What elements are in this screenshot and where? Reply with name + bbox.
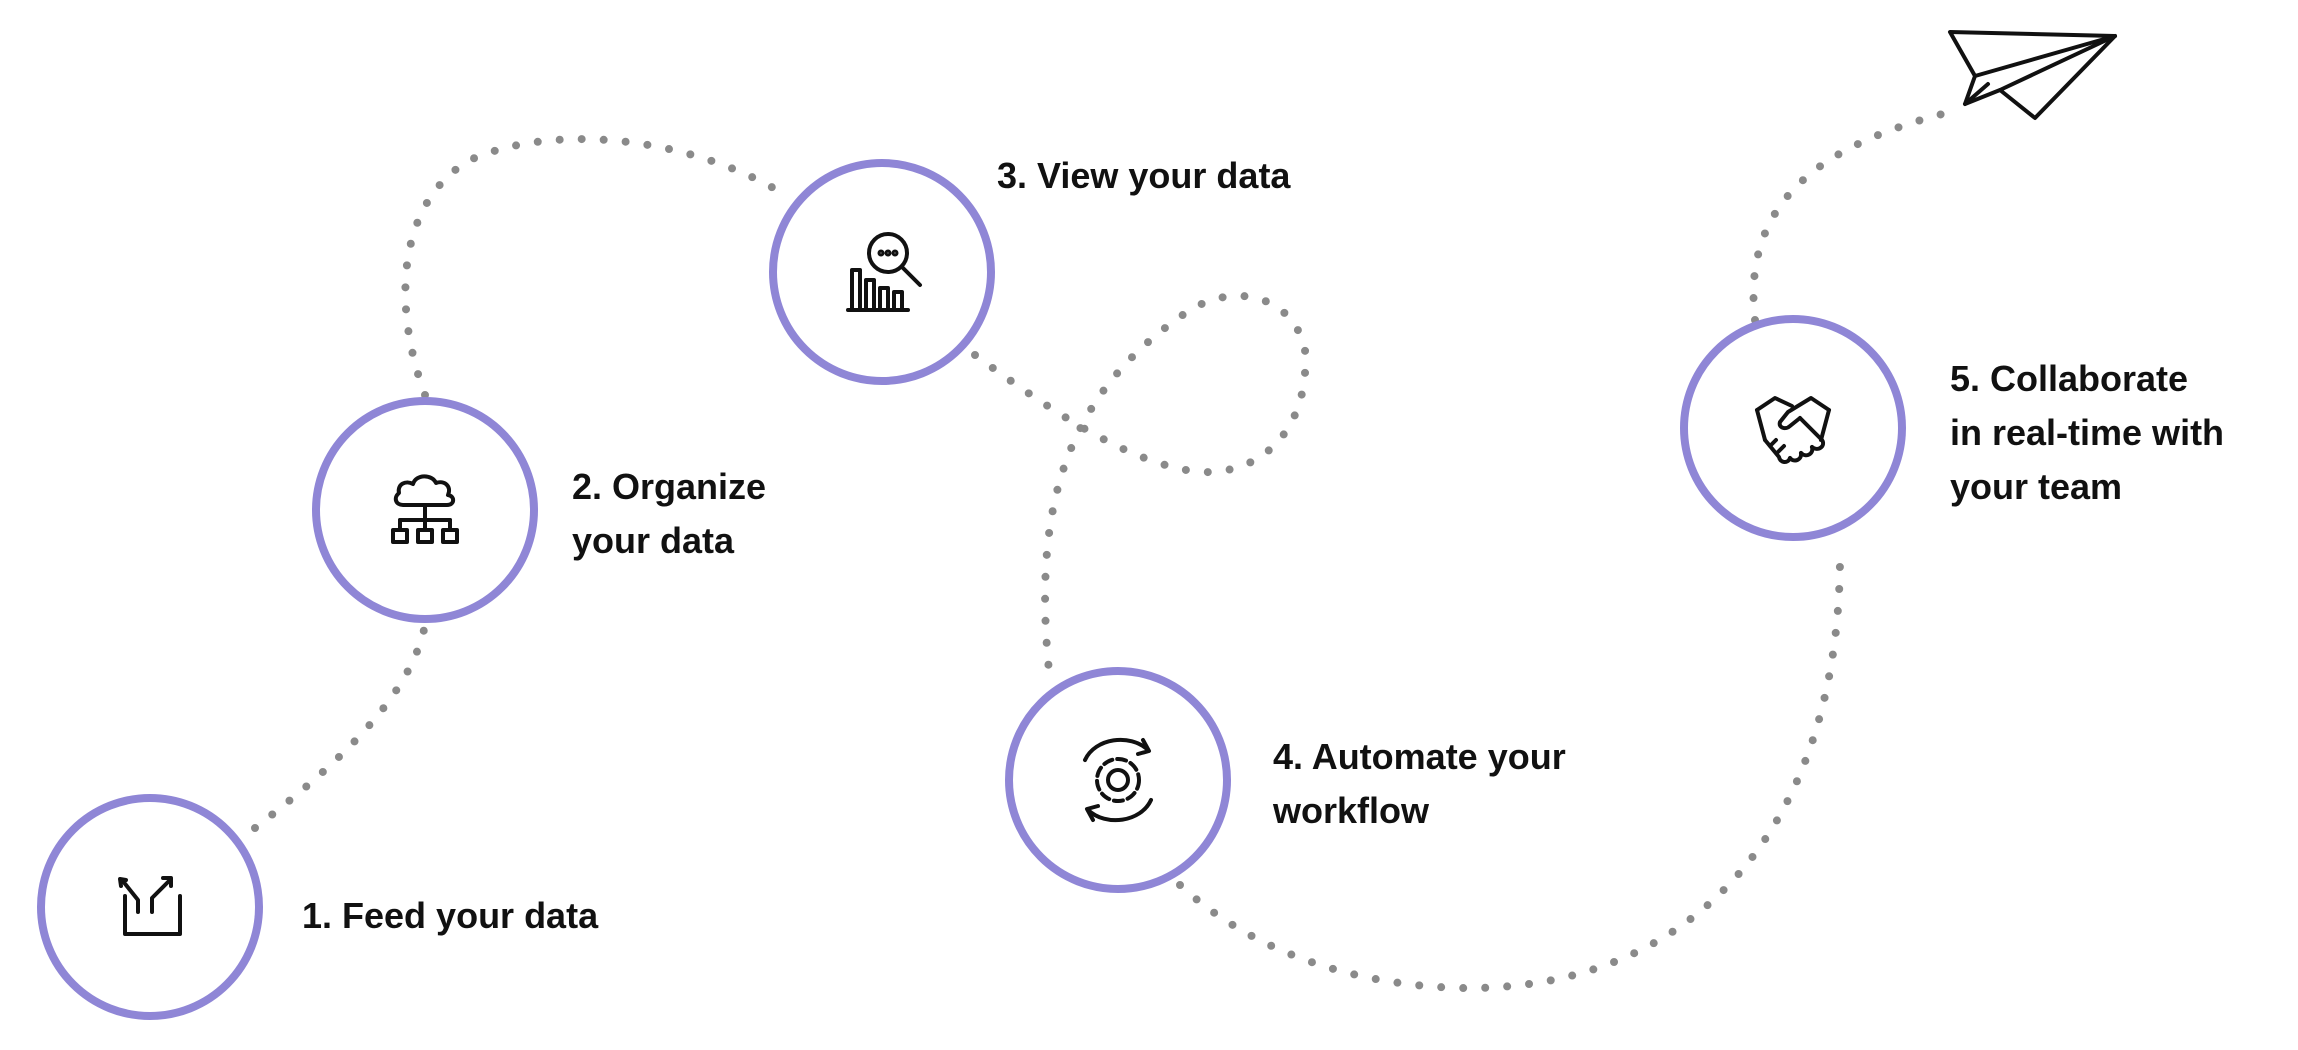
path-2-3 — [401, 135, 794, 399]
step-2-node — [312, 397, 538, 623]
cloud-network-icon — [391, 474, 459, 544]
step-3-node — [769, 159, 995, 385]
step-5-label-line-2: in real-time with — [1950, 412, 2225, 453]
step-4-node — [1005, 667, 1231, 893]
step-3-label: 3. View your data — [997, 149, 1290, 203]
step-3-label-line-1: 3. View your data — [997, 155, 1291, 196]
step-1-label-line-1: 1. Feed your data — [302, 895, 599, 936]
step-4-label-line-2: workflow — [1273, 790, 1430, 831]
step-5-label: 5. Collaborate in real-time with your te… — [1950, 352, 2224, 514]
step-4-label: 4. Automate your workflow — [1273, 730, 1566, 838]
handshake-icon — [1755, 396, 1831, 464]
step-1-node — [37, 794, 263, 1020]
step-2-label-line-1: 2. Organize — [572, 466, 767, 507]
step-4-label-line-1: 4. Automate your — [1273, 736, 1566, 777]
data-import-icon — [118, 876, 182, 936]
step-4-ring — [1005, 667, 1231, 893]
step-5-label-line-3: your team — [1950, 466, 2123, 507]
gear-cycle-icon — [1083, 737, 1153, 823]
path-4-5 — [1176, 551, 1844, 993]
chart-search-icon — [846, 232, 922, 312]
path-1-2 — [251, 621, 429, 832]
step-5-node — [1680, 315, 1906, 541]
step-2-label-line-2: your data — [572, 520, 735, 561]
step-5-ring — [1680, 315, 1906, 541]
paper-plane-icon — [1948, 30, 2117, 120]
path-3-4 — [971, 291, 1310, 684]
path-5-end — [1749, 108, 1954, 324]
step-5-label-line-1: 5. Collaborate — [1950, 358, 2189, 399]
step-1-label: 1. Feed your data — [302, 889, 598, 943]
step-2-label: 2. Organize your data — [572, 460, 766, 568]
